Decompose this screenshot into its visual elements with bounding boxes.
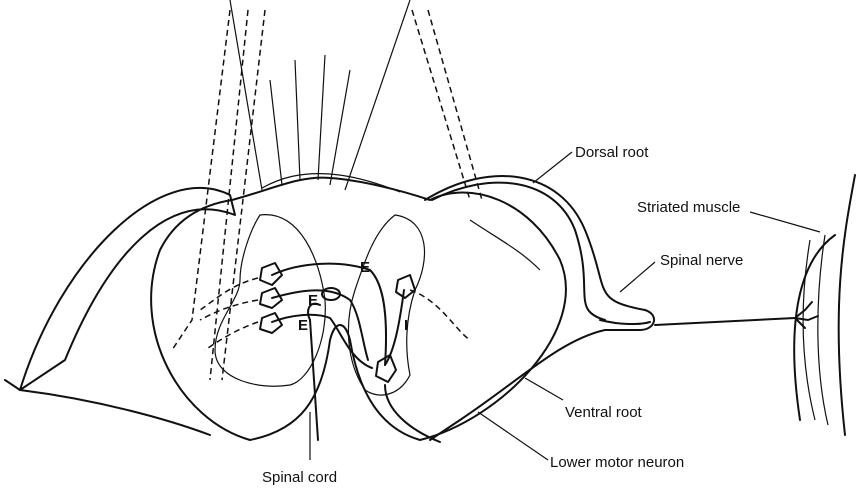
marker-e-1: E: [360, 259, 370, 276]
label-spinal-cord: Spinal cord: [262, 470, 337, 485]
gray-matter: [215, 215, 425, 440]
spinal-cord-body: [151, 174, 566, 440]
marker-e-2: E: [308, 292, 318, 309]
neural-pathways: [200, 264, 470, 442]
marker-i: I: [404, 317, 408, 334]
label-lower-motor-neuron: Lower motor neuron: [550, 455, 684, 470]
label-spinal-nerve: Spinal nerve: [660, 253, 743, 268]
label-striated-muscle: Striated muscle: [637, 200, 740, 215]
marker-e-3: E: [298, 317, 308, 334]
label-ventral-root: Ventral root: [565, 405, 642, 420]
label-dorsal-root: Dorsal root: [575, 145, 648, 160]
striated-muscle-drawing: [794, 175, 855, 435]
left-root-arc: [5, 188, 235, 435]
neuron-cells: [260, 263, 415, 382]
